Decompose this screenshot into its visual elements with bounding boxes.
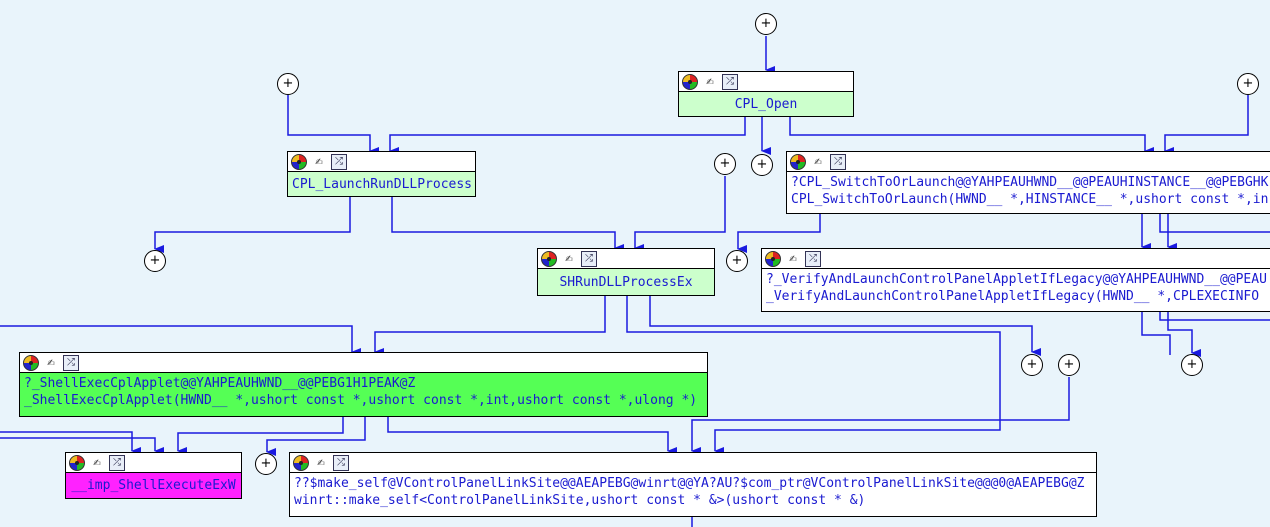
rename-icon[interactable]: ✍ [565, 250, 573, 266]
color-palette-icon[interactable] [69, 454, 85, 471]
graph-icon[interactable]: ⤮ [581, 250, 597, 267]
node-toolbar: ✍ ⤮ [288, 152, 475, 172]
edge [0, 431, 141, 455]
expand-button[interactable]: + [751, 154, 773, 176]
edge [626, 296, 1001, 455]
edge [0, 437, 164, 455]
node-label: SHRunDLLProcessEx [538, 269, 714, 295]
rename-icon[interactable]: ✍ [315, 153, 323, 169]
expand-button[interactable]: + [726, 250, 748, 272]
rename-icon[interactable]: ✍ [93, 454, 101, 470]
edge [634, 176, 726, 252]
edge [649, 296, 1041, 356]
rename-icon[interactable]: ✍ [789, 250, 797, 266]
edge [154, 197, 351, 253]
color-palette-icon[interactable] [765, 250, 781, 267]
expand-button[interactable]: + [1237, 73, 1259, 95]
node-toolbar: ✍ ⤮ [679, 72, 853, 92]
node-label: CPL_LaunchRunDLLProcess [288, 172, 475, 196]
expand-button[interactable]: + [714, 153, 736, 175]
graph-icon[interactable]: ⤮ [805, 250, 821, 267]
node-make-self[interactable]: ✍ ⤮ ??$make_self@VControlPanelLinkSite@@… [289, 452, 1097, 517]
node-imp-shell-execute-ex-w[interactable]: ✍ ⤮ __imp_ShellExecuteExW [65, 452, 242, 499]
expand-button[interactable]: + [255, 453, 277, 475]
edge [1159, 312, 1270, 321]
demangled-name: _ShellExecCplApplet(HWND__ *,ushort cons… [24, 393, 698, 408]
expand-button[interactable]: + [1058, 354, 1080, 376]
rename-icon[interactable]: ✍ [317, 454, 325, 470]
edge [0, 325, 361, 356]
color-palette-icon[interactable] [682, 73, 698, 90]
color-palette-icon[interactable] [541, 250, 557, 267]
node-toolbar: ✍ ⤮ [66, 453, 241, 473]
node-label: CPL_Open [679, 92, 853, 116]
edge [287, 95, 379, 155]
edge [177, 417, 344, 455]
edge [691, 377, 1070, 455]
node-cpl-launch-rundll-process[interactable]: ✍ ⤮ CPL_LaunchRunDLLProcess [287, 151, 476, 197]
edge [266, 417, 366, 456]
node-toolbar: ✍ ⤮ [787, 152, 1270, 172]
color-palette-icon[interactable] [23, 354, 39, 371]
edge [1159, 214, 1270, 233]
expand-button[interactable]: + [1181, 354, 1203, 376]
mangled-name: ?_VerifyAndLaunchControlPanelAppletIfLeg… [766, 272, 1267, 287]
rename-icon[interactable]: ✍ [814, 153, 822, 169]
node-shrundll-process-ex[interactable]: ✍ ⤮ SHRunDLLProcessEx [537, 248, 715, 296]
node-label: ?CPL_SwitchToOrLaunch@@YAHPEAUHWND__@@PE… [787, 172, 1270, 210]
edge [1167, 312, 1201, 357]
graph-icon[interactable]: ⤮ [722, 73, 738, 90]
edge [391, 197, 624, 252]
edge [737, 214, 821, 253]
mangled-name: ?_ShellExecCplApplet@@YAHPEAUHWND__@@PEB… [24, 376, 416, 391]
node-verify-and-launch-applet[interactable]: ✍ ⤮ ?_VerifyAndLaunchControlPanelAppletI… [761, 248, 1270, 312]
graph-icon[interactable]: ⤮ [109, 454, 125, 471]
node-cpl-switch-to-or-launch[interactable]: ✍ ⤮ ?CPL_SwitchToOrLaunch@@YAHPEAUHWND__… [786, 151, 1270, 214]
node-cpl-open[interactable]: ✍ ⤮ CPL_Open [678, 71, 854, 117]
edge [789, 117, 1154, 155]
color-palette-icon[interactable] [293, 454, 309, 471]
graph-icon[interactable]: ⤮ [63, 354, 79, 371]
node-label: ??$make_self@VControlPanelLinkSite@@AEAP… [290, 473, 1096, 511]
graph-icon[interactable]: ⤮ [333, 454, 349, 471]
demangled-name: CPL_SwitchToOrLaunch(HWND__ *,HINSTANCE_… [791, 192, 1269, 207]
mangled-name: ?CPL_SwitchToOrLaunch@@YAHPEAUHWND__@@PE… [791, 175, 1269, 190]
expand-button[interactable]: + [277, 73, 299, 95]
rename-icon[interactable]: ✍ [706, 73, 714, 89]
edge [1141, 312, 1171, 355]
demangled-name: _VerifyAndLaunchControlPanelAppletIfLega… [766, 289, 1260, 304]
color-palette-icon[interactable] [790, 153, 806, 170]
demangled-name: winrt::make_self<ControlPanelLinkSite,us… [294, 493, 866, 508]
edge [387, 417, 677, 455]
node-label: ?_ShellExecCplApplet@@YAHPEAUHWND__@@PEB… [20, 373, 707, 411]
graph-icon[interactable]: ⤮ [331, 153, 347, 170]
expand-button[interactable]: + [755, 13, 777, 35]
expand-button[interactable]: + [144, 250, 166, 272]
node-toolbar: ✍ ⤮ [20, 353, 707, 373]
rename-icon[interactable]: ✍ [47, 354, 55, 370]
node-label: ?_VerifyAndLaunchControlPanelAppletIfLeg… [762, 269, 1270, 307]
node-label: __imp_ShellExecuteExW [66, 473, 241, 498]
node-toolbar: ✍ ⤮ [762, 249, 1270, 269]
edge [389, 117, 746, 155]
node-toolbar: ✍ ⤮ [290, 453, 1096, 473]
node-shell-exec-cpl-applet[interactable]: ✍ ⤮ ?_ShellExecCplApplet@@YAHPEAUHWND__@… [19, 352, 708, 417]
expand-button[interactable]: + [1021, 354, 1043, 376]
mangled-name: ??$make_self@VControlPanelLinkSite@@AEAP… [294, 476, 1085, 491]
graph-icon[interactable]: ⤮ [830, 153, 846, 170]
edge [374, 296, 606, 356]
node-toolbar: ✍ ⤮ [538, 249, 714, 269]
edge [1164, 95, 1249, 155]
color-palette-icon[interactable] [291, 153, 307, 170]
